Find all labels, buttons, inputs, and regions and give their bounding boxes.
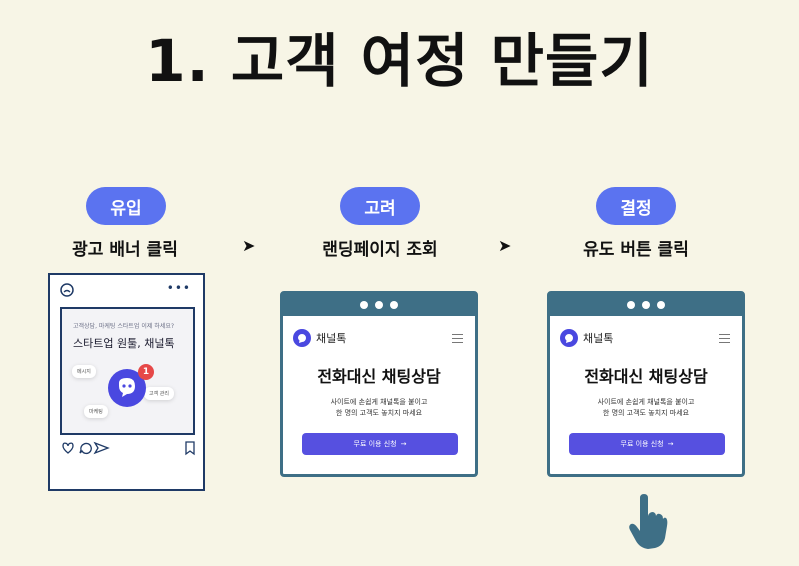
landing-page-window: 채널톡 전화대신 채팅상담 사이트에 손쉽게 채널톡을 붙이고 한 명의 고객도… [547,291,745,477]
more-options-icon[interactable]: ••• [167,281,191,295]
menu-icon[interactable] [452,334,463,346]
window-dot[interactable] [375,301,383,309]
window-dot[interactable] [360,301,368,309]
free-trial-button[interactable]: 무료 이용 신청 → [569,433,725,455]
flow-arrow-icon: ➤ [242,236,255,255]
arrow-right-icon: → [668,440,674,448]
ad-small-text: 고객상담, 마케팅 스타트업 이제 하세요? [73,321,174,330]
ad-post-card[interactable]: ••• 고객상담, 마케팅 스타트업 이제 하세요? 스타트업 원툴, 채널톡 … [48,273,205,491]
feature-chip: 고객 관리 [144,387,174,400]
menu-icon[interactable] [719,334,730,346]
cta-label: 무료 이용 신청 [354,439,397,449]
landing-subtext: 사이트에 손쉽게 채널톡을 붙이고 한 명의 고객도 놓치지 마세요 [283,397,475,419]
like-icon [63,443,73,453]
channeltalk-logo-icon [560,329,578,347]
window-dot[interactable] [657,301,665,309]
subtext-line: 사이트에 손쉽게 채널톡을 붙이고 [550,397,742,408]
window-title-bar [283,294,475,316]
landing-headline: 전화대신 채팅상담 [283,363,475,387]
step-label-consider: 랜딩페이지 조회 [280,235,480,260]
step-label-decide: 유도 버튼 클릭 [536,235,736,260]
ad-banner-image[interactable]: 고객상담, 마케팅 스타트업 이제 하세요? 스타트업 원툴, 채널톡 메시지 … [60,307,195,435]
feature-chip: 메시지 [72,365,96,378]
brand-name: 채널톡 [316,330,346,346]
step-label-inflow: 광고 배너 클릭 [25,235,225,260]
step-pill-inflow: 유입 [86,187,166,225]
landing-headline: 전화대신 채팅상담 [550,363,742,387]
brand-logo[interactable]: 채널톡 [560,329,613,347]
bookmark-icon [186,442,194,454]
step-pill-consider: 고려 [340,187,420,225]
profile-icon [60,283,74,297]
subtext-line: 한 명의 고객도 놓치지 마세요 [550,408,742,419]
feature-chip: 마케팅 [84,405,108,418]
brand-logo[interactable]: 채널톡 [293,329,346,347]
window-dot[interactable] [642,301,650,309]
notification-badge: 1 [138,364,154,380]
channeltalk-logo-icon [293,329,311,347]
landing-page-window: 채널톡 전화대신 채팅상담 사이트에 손쉽게 채널톡을 붙이고 한 명의 고객도… [280,291,478,477]
hand-pointer-icon [628,494,668,550]
window-title-bar [550,294,742,316]
cta-label: 무료 이용 신청 [621,439,664,449]
post-action-icons[interactable] [60,440,195,456]
share-icon [95,443,108,453]
comment-icon [80,443,91,453]
ad-headline: 스타트업 원툴, 채널톡 [73,335,175,351]
subtext-line: 한 명의 고객도 놓치지 마세요 [283,408,475,419]
brand-name: 채널톡 [583,330,613,346]
arrow-right-icon: → [401,440,407,448]
window-dot[interactable] [390,301,398,309]
flow-arrow-icon: ➤ [498,236,511,255]
free-trial-button[interactable]: 무료 이용 신청 → [302,433,458,455]
page-title: 1. 고객 여정 만들기 [0,14,799,98]
subtext-line: 사이트에 손쉽게 채널톡을 붙이고 [283,397,475,408]
window-dot[interactable] [627,301,635,309]
landing-subtext: 사이트에 손쉽게 채널톡을 붙이고 한 명의 고객도 놓치지 마세요 [550,397,742,419]
step-pill-decide: 결정 [596,187,676,225]
